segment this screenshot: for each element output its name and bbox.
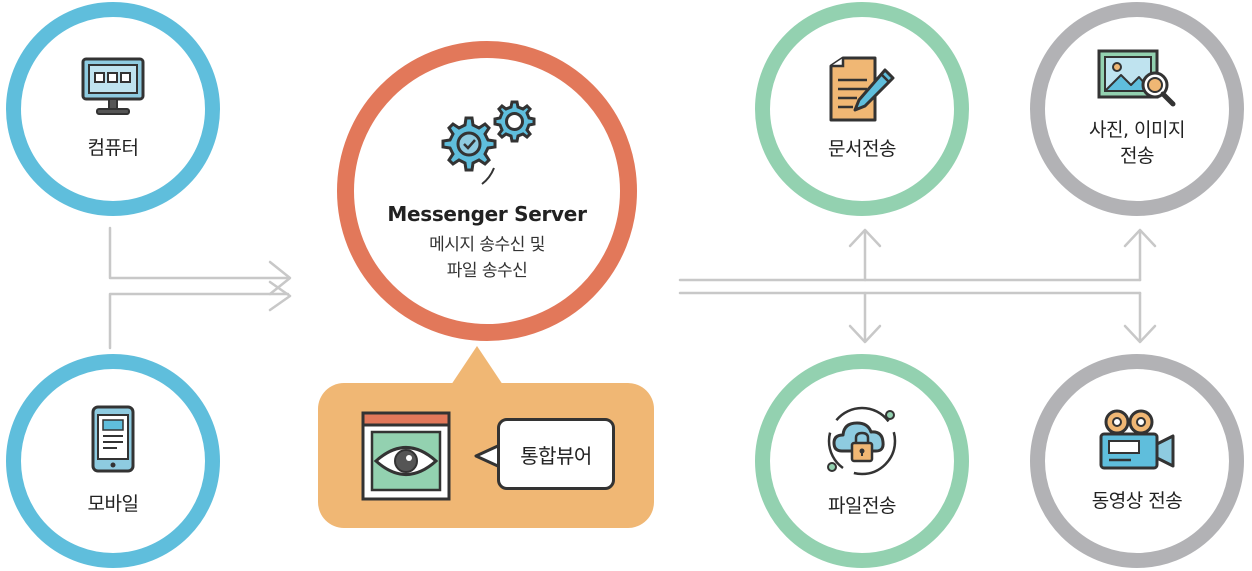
- computer-connector: [108, 226, 290, 280]
- smartphone-icon: [91, 405, 135, 473]
- messenger-server-node: Messenger Server 메시지 송수신 및 파일 송수신: [337, 41, 637, 341]
- photo-up-arrowhead: [1123, 228, 1157, 248]
- viewer-label: 통합뷰어: [497, 418, 615, 490]
- computer-label: 컴퓨터: [87, 137, 139, 159]
- server-title: Messenger Server: [387, 202, 587, 226]
- server-description: 메시지 송수신 및 파일 송수신: [429, 232, 545, 284]
- monitor-icon: [81, 57, 145, 115]
- video-camera-icon: [1099, 409, 1175, 470]
- photo-label-line2: 전송: [1120, 145, 1154, 167]
- computer-node: 컴퓨터: [6, 2, 220, 216]
- mobile-arrowhead: [268, 280, 292, 312]
- doc-up-arrowhead: [848, 228, 882, 248]
- gears-icon: [441, 100, 536, 185]
- image-search-icon: [1097, 49, 1176, 107]
- server-desc-line2: 파일 송수신: [446, 261, 528, 281]
- computer-arrowhead: [268, 260, 292, 296]
- eye-window-icon: [361, 411, 451, 501]
- file-transfer-label: 파일전송: [828, 495, 896, 517]
- server-desc-line1: 메시지 송수신 및: [429, 235, 545, 255]
- video-transfer-label: 동영상 전송: [1091, 490, 1183, 512]
- document-transfer-label: 문서전송: [828, 138, 896, 160]
- mobile-node: 모바일: [6, 354, 220, 568]
- viewer-bubble-pointer: [447, 346, 507, 391]
- video-down-arrowhead: [1123, 324, 1157, 344]
- file-down-arrowhead: [848, 324, 882, 344]
- photo-transfer-node: 사진, 이미지 전송: [1030, 2, 1244, 216]
- photo-label-line1: 사진, 이미지: [1089, 119, 1185, 141]
- document-pen-icon: [829, 56, 895, 122]
- document-transfer-node: 문서전송: [755, 2, 969, 216]
- photo-transfer-label: 사진, 이미지 전송: [1089, 117, 1185, 169]
- cloud-lock-icon: [827, 406, 897, 476]
- mobile-label: 모바일: [87, 493, 139, 515]
- video-transfer-node: 동영상 전송: [1030, 354, 1244, 568]
- mobile-connector: [108, 292, 290, 350]
- viewer-label-pointer: [474, 443, 501, 469]
- file-transfer-node: 파일전송: [755, 354, 969, 568]
